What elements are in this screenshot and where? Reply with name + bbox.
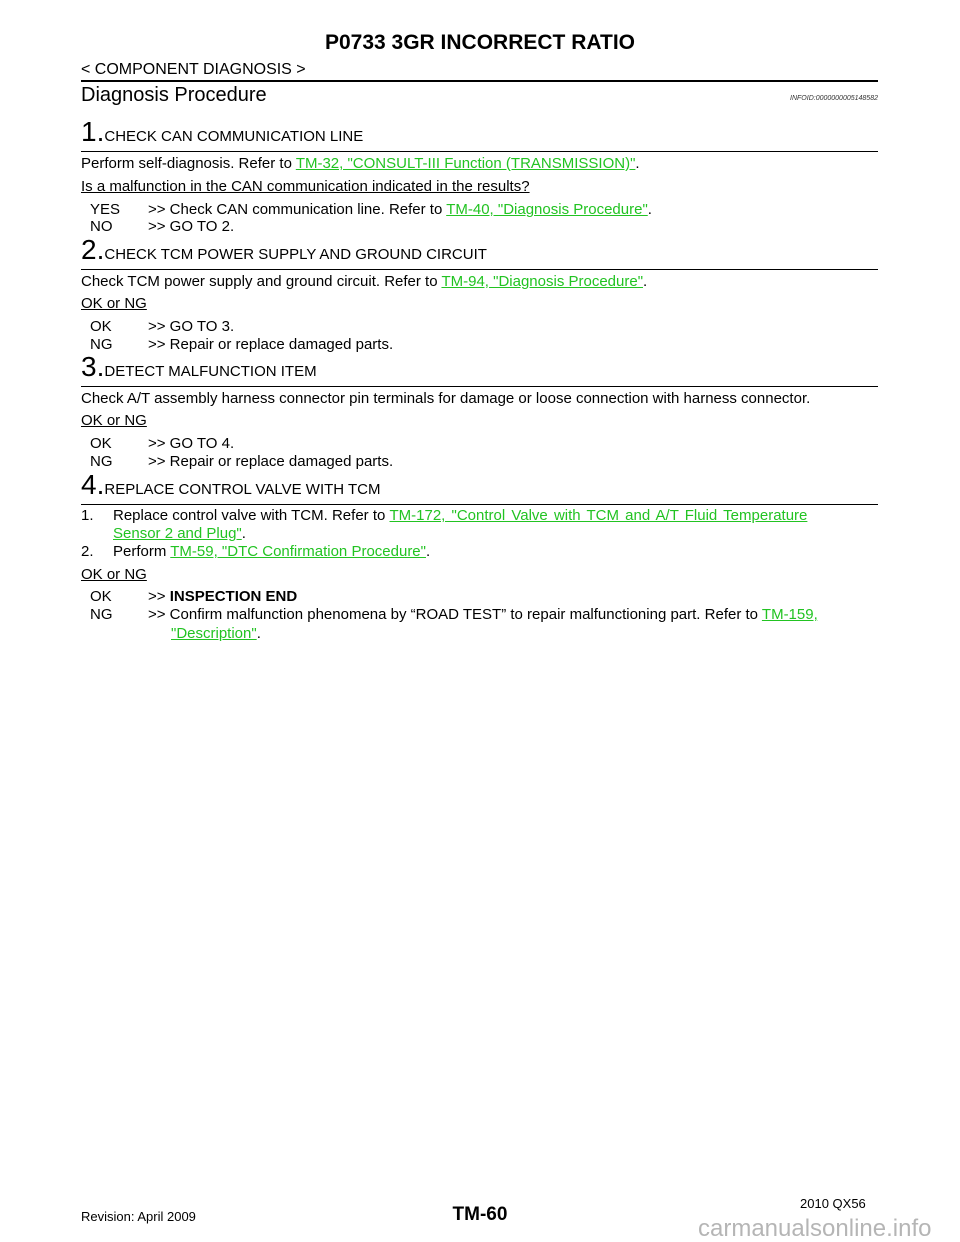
period: . <box>256 625 261 642</box>
step-2-heading: 2.CHECK TCM POWER SUPPLY AND GROUND CIRC… <box>81 236 487 264</box>
instruction-text: Replace control valve with TCM. Refer to <box>113 507 390 524</box>
page-title: P0733 3GR INCORRECT RATIO <box>324 31 635 54</box>
step-rule <box>81 269 878 270</box>
answer-text: >> Repair or replace damaged parts. <box>148 453 394 470</box>
answer-row: NG >> Confirm malfunction phenomena by “R… <box>90 606 818 624</box>
instruction-text: Check TCM power supply and ground circui… <box>81 273 442 290</box>
instruction-text: Perform self-diagnosis. Refer to <box>81 155 296 172</box>
period: . <box>643 273 648 290</box>
step-3-text: Check A/T assembly harness connector pin… <box>81 390 811 407</box>
step-number: 4. <box>81 469 105 500</box>
reference-link[interactable]: "Description" <box>171 625 257 642</box>
section-heading: Diagnosis Procedure <box>81 84 267 106</box>
header-rule <box>81 80 878 82</box>
list-number: 1. <box>81 507 94 524</box>
step-1-text: Perform self-diagnosis. Refer to TM-32, … <box>81 155 640 173</box>
answer-key: OK <box>90 435 112 452</box>
list-item: 2. Perform TM-59, "DTC Confirmation Proce… <box>81 543 430 561</box>
reference-link[interactable]: TM-94, "Diagnosis Procedure" <box>441 273 644 290</box>
step-question: Is a malfunction in the CAN communicatio… <box>81 178 530 195</box>
answer-row: OK >> GO TO 3. <box>90 318 234 336</box>
reference-link[interactable]: TM-32, "CONSULT-III Function (TRANSMISSI… <box>295 155 636 172</box>
answer-text: >> GO TO 2. <box>148 218 235 235</box>
revision-label: Revision: April 2009 <box>81 1209 196 1224</box>
answer-bold-text: INSPECTION END <box>169 588 298 605</box>
period: . <box>425 543 431 560</box>
list-number: 2. <box>81 543 94 560</box>
reference-link[interactable]: TM-172, "Control Valve with TCM and A/T … <box>389 507 808 524</box>
step-question: OK or NG <box>81 412 147 429</box>
reference-link[interactable]: TM-159, <box>761 606 818 623</box>
answer-text: >> Check CAN communication line. Refer t… <box>148 201 447 218</box>
step-rule <box>81 386 878 387</box>
answer-key: OK <box>90 318 112 335</box>
answer-row: OK >> INSPECTION END <box>90 588 297 606</box>
period: . <box>241 525 246 542</box>
answer-key: NG <box>90 453 113 470</box>
answer-text: >> <box>148 588 170 605</box>
step-title: DETECT MALFUNCTION ITEM <box>104 363 317 380</box>
step-1-heading: 1.CHECK CAN COMMUNICATION LINE <box>81 118 363 146</box>
list-item-continuation: Sensor 2 and Plug". <box>113 525 246 543</box>
section-breadcrumb: < COMPONENT DIAGNOSIS > <box>81 61 306 78</box>
answer-text: >> Repair or replace damaged parts. <box>148 336 394 353</box>
step-number: 2. <box>81 234 105 265</box>
reference-link[interactable]: TM-40, "Diagnosis Procedure" <box>446 201 648 218</box>
step-title: CHECK TCM POWER SUPPLY AND GROUND CIRCUI… <box>104 246 487 263</box>
answer-key: OK <box>90 588 112 605</box>
step-rule <box>81 504 878 505</box>
step-4-heading: 4.REPLACE CONTROL VALVE WITH TCM <box>81 471 381 499</box>
step-number: 1. <box>81 116 105 147</box>
reference-link[interactable]: TM-59, "DTC Confirmation Procedure" <box>170 543 426 560</box>
period: . <box>647 201 652 218</box>
step-2-text: Check TCM power supply and ground circui… <box>81 273 647 291</box>
reference-link[interactable]: Sensor 2 and Plug" <box>113 525 242 542</box>
step-rule <box>81 151 878 152</box>
answer-key: NG <box>90 606 113 623</box>
model-label: 2010 QX56 <box>800 1196 866 1211</box>
step-question: OK or NG <box>81 295 147 312</box>
answer-key: YES <box>90 201 121 218</box>
answer-row: NG >> Repair or replace damaged parts. <box>90 336 393 354</box>
watermark: carmanualsonline.info <box>698 1215 932 1242</box>
step-question: OK or NG <box>81 566 147 583</box>
step-title: CHECK CAN COMMUNICATION LINE <box>104 128 364 145</box>
step-number: 3. <box>81 351 105 382</box>
answer-row: OK >> GO TO 4. <box>90 435 234 453</box>
answer-row: NG >> Repair or replace damaged parts. <box>90 453 393 471</box>
answer-text: >> Confirm malfunction phenomena by “ROA… <box>148 606 762 623</box>
answer-continuation: "Description". <box>171 625 261 643</box>
answer-row: YES >> Check CAN communication line. Refe… <box>90 201 652 219</box>
list-item: 1. Replace control valve with TCM. Refer … <box>81 507 807 525</box>
step-title: REPLACE CONTROL VALVE WITH TCM <box>104 481 381 498</box>
answer-text: >> GO TO 3. <box>148 318 235 335</box>
step-3-heading: 3.DETECT MALFUNCTION ITEM <box>81 353 317 381</box>
info-id: INFOID:0000000005148582 <box>790 95 878 102</box>
answer-key: NO <box>90 218 113 235</box>
answer-text: >> GO TO 4. <box>148 435 235 452</box>
answer-key: NG <box>90 336 113 353</box>
answer-row: NO >> GO TO 2. <box>90 218 234 236</box>
period: . <box>635 155 640 172</box>
instruction-text: Perform <box>113 543 171 560</box>
page-number: TM-60 <box>452 1204 508 1225</box>
